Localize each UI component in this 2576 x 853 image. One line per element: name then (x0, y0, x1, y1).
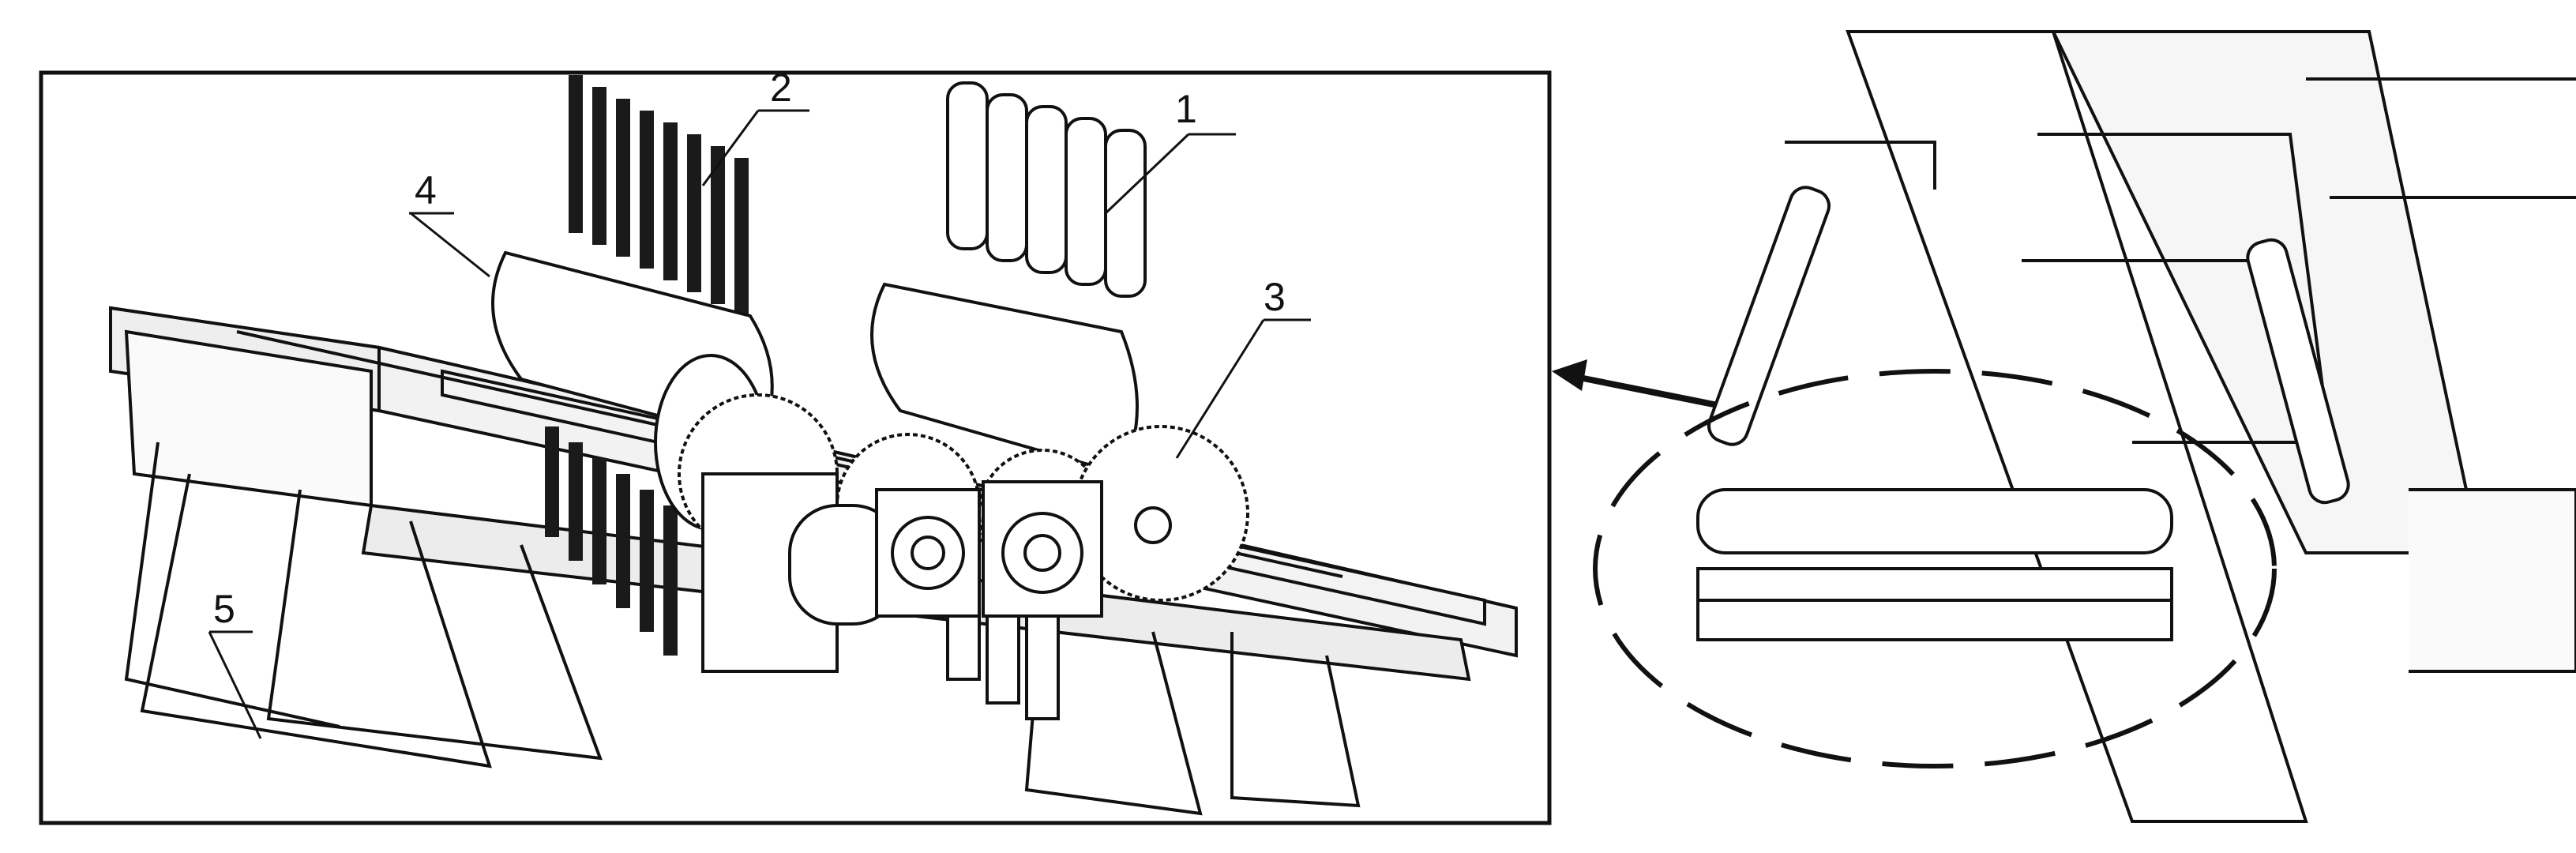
detail-view: 1 2 3 4 5 (39, 66, 1552, 825)
callout-2: 2 (770, 66, 792, 110)
callout-5: 5 (213, 587, 235, 631)
spiked-roller-dark (545, 75, 749, 656)
callout-4: 4 (415, 168, 437, 212)
callout-1: 1 (1175, 87, 1197, 131)
motor-and-bearings (701, 472, 1172, 673)
callout-leaders (208, 109, 1311, 739)
focus-region-ellipse (1593, 369, 2277, 768)
overview-view (1593, 30, 2576, 823)
callout-3: 3 (1264, 275, 1286, 319)
